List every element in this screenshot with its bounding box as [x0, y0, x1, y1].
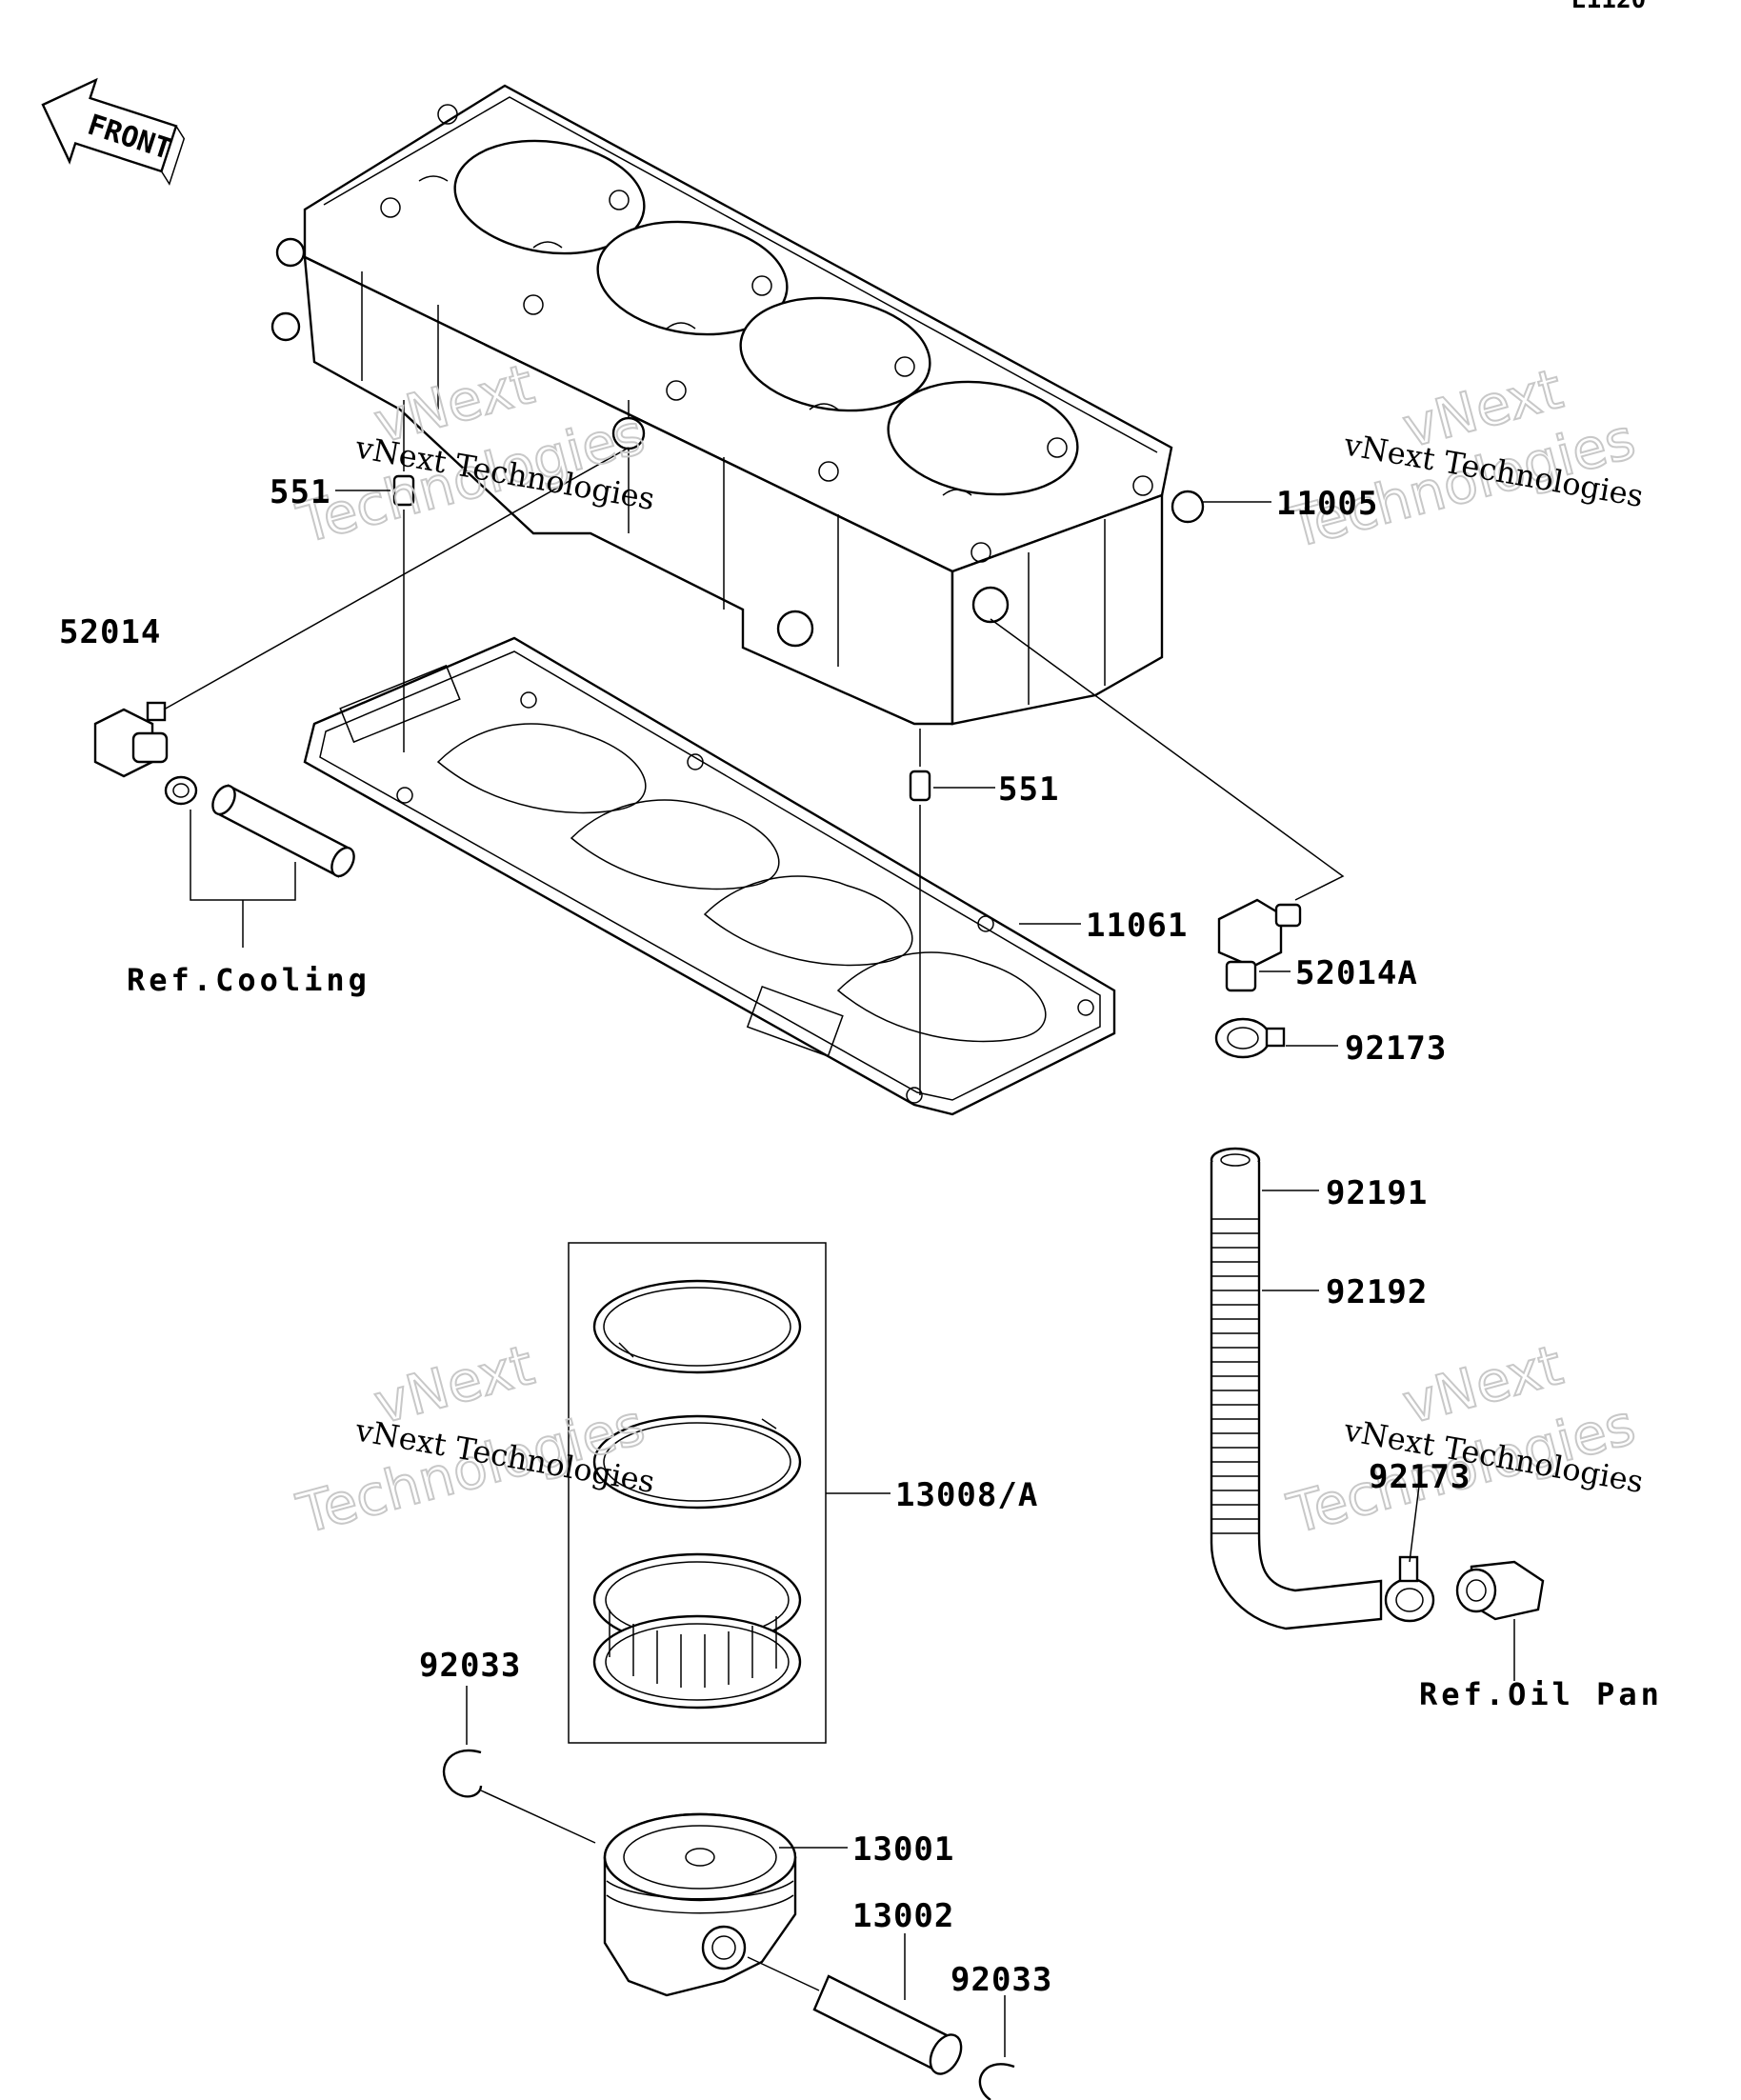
label-551-lower: 551: [998, 770, 1059, 809]
watermark-mid-right: vNext Technologies vNext Technologies: [1280, 1331, 1646, 1548]
breather-hose[interactable]: [1210, 1147, 1383, 1630]
cooling-hose-clamp[interactable]: [164, 775, 198, 806]
fitting-52014[interactable]: [93, 447, 630, 778]
ref-cooling-label[interactable]: Ref.Cooling: [127, 962, 370, 998]
label-92173-lower: 92173: [1369, 1458, 1471, 1496]
diagram-id: E1120: [1571, 0, 1646, 14]
ref-oil-pan-label[interactable]: Ref.Oil Pan: [1419, 1676, 1663, 1712]
label-92033-left: 92033: [419, 1647, 521, 1685]
label-11061: 11061: [1086, 907, 1188, 945]
hose-clamp-upper[interactable]: [1214, 1017, 1286, 1059]
label-13001: 13001: [852, 1830, 954, 1869]
label-11005: 11005: [1276, 485, 1378, 523]
circlip-left[interactable]: [442, 1749, 596, 1844]
front-arrow-icon: FRONT: [41, 77, 186, 186]
dowel-pin-lower[interactable]: [909, 729, 931, 1095]
ref-cooling-bracket: [190, 810, 296, 948]
hose-clamp-lower[interactable]: [1384, 1555, 1435, 1623]
cylinder-head-gasket[interactable]: [303, 636, 1116, 1116]
cooling-hose[interactable]: [209, 782, 359, 880]
label-92192: 92192: [1326, 1273, 1428, 1311]
fitting-52014a[interactable]: [990, 618, 1345, 992]
label-551-upper: 551: [270, 473, 330, 511]
circlip-right[interactable]: [978, 2063, 1015, 2100]
label-52014: 52014: [59, 613, 161, 651]
piston-ring-oil[interactable]: [592, 1552, 802, 1710]
oil-pan-fitting[interactable]: [1455, 1560, 1545, 1621]
piston-ring-top[interactable]: [592, 1279, 802, 1374]
piston-ring-second[interactable]: [592, 1414, 802, 1510]
leader-lines: [335, 490, 1420, 2057]
label-13008a: 13008/A: [895, 1476, 1038, 1514]
dowel-pin-upper[interactable]: [392, 400, 415, 752]
label-92033-right: 92033: [951, 1961, 1052, 1999]
label-52014a: 52014A: [1295, 954, 1418, 992]
label-13002: 13002: [852, 1897, 954, 1935]
watermark-mid-left: vNext Technologies vNext Technologies: [290, 1331, 657, 1548]
label-92191: 92191: [1326, 1174, 1428, 1212]
cylinder-block[interactable]: [270, 84, 1205, 726]
piston-pin[interactable]: [747, 1956, 968, 2079]
hose-corrugation: [1211, 1218, 1259, 1534]
piston[interactable]: [603, 1812, 797, 1997]
watermark-top-right: vNext Technologies vNext Technologies: [1280, 355, 1646, 562]
label-92173-upper: 92173: [1345, 1030, 1447, 1068]
